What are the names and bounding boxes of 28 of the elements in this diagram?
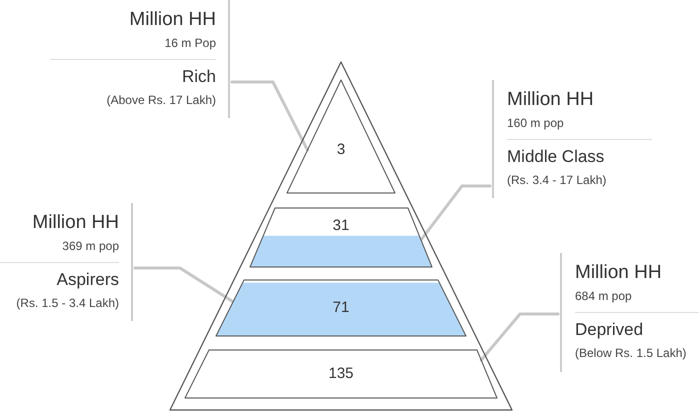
category-name: Deprived xyxy=(575,319,644,341)
heading: Million HH xyxy=(575,261,663,285)
callout-card xyxy=(0,203,133,321)
callout-card xyxy=(492,80,652,198)
income-range: (Rs. 1.5 - 3.4 Lakh) xyxy=(15,295,119,312)
callout-card xyxy=(560,253,699,372)
tier-value: 135 xyxy=(327,365,355,383)
population-note: 369 m pop xyxy=(61,238,119,255)
heading: Million HH xyxy=(507,88,595,112)
tier-value: 3 xyxy=(336,141,346,160)
population-note: 16 m Pop xyxy=(164,35,216,52)
population-note: 684 m pop xyxy=(575,288,633,305)
category-name: Rich xyxy=(180,66,216,88)
category-name: Middle Class xyxy=(507,146,606,168)
population-note: 160 m pop xyxy=(507,115,565,132)
leader-line xyxy=(230,80,309,152)
leader-line xyxy=(420,184,492,242)
income-range: (Rs. 3.4 - 17 Lakh) xyxy=(507,172,608,189)
leader-line xyxy=(134,266,235,304)
tier-value: 71 xyxy=(332,299,350,317)
heading: Million HH xyxy=(128,8,216,32)
leader-line xyxy=(480,312,560,362)
tier-value: 31 xyxy=(332,216,350,235)
category-name: Aspirers xyxy=(56,269,119,291)
callout-card xyxy=(50,0,230,118)
income-range: (Above Rs. 17 Lakh) xyxy=(106,92,216,109)
heading: Million HH xyxy=(31,211,119,235)
income-range: (Below Rs. 1.5 Lakh) xyxy=(575,345,688,362)
